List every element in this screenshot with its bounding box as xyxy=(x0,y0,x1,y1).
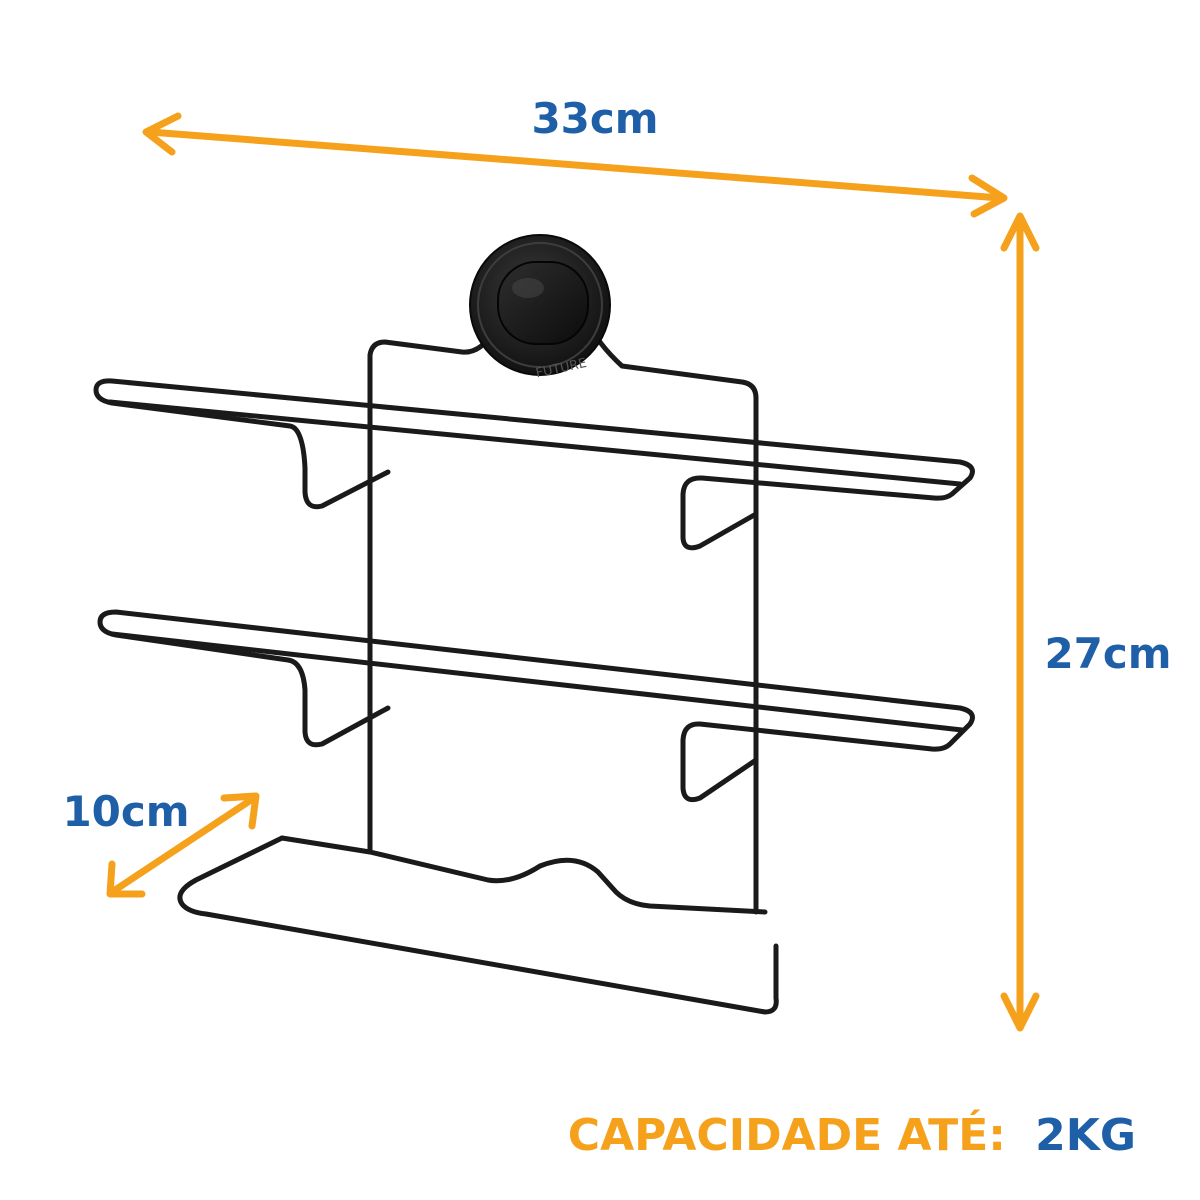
height-arrow-head-top xyxy=(1000,212,1040,252)
height-arrow xyxy=(1000,212,1040,1032)
depth-label: 10cm xyxy=(62,787,189,836)
bottom-towel-bar-back xyxy=(279,835,373,855)
suction-cup: FUTURE xyxy=(469,234,611,381)
suction-cup-rim xyxy=(477,242,603,368)
capacity-label: CAPACIDADE ATÉ: xyxy=(568,1108,1006,1161)
top-hanger-bar xyxy=(93,378,975,551)
middle-hanger-bar-back xyxy=(109,631,965,733)
depth-arrow-head-bottom xyxy=(106,860,146,898)
bottom-towel-bar xyxy=(177,835,779,1015)
width-arrow xyxy=(142,112,1008,218)
depth-arrow-head-top xyxy=(220,792,260,830)
suction-knob-highlight xyxy=(512,278,544,298)
capacity-value: 2KG xyxy=(1035,1110,1136,1161)
top-hanger-bar-back xyxy=(107,399,963,487)
height-arrow-head-bottom xyxy=(1000,992,1040,1032)
width-arrow-head-left xyxy=(142,112,182,156)
middle-hanger-bar xyxy=(97,609,975,803)
suction-knob xyxy=(497,261,589,345)
height-label: 27cm xyxy=(1044,629,1171,678)
width-arrow-head-right xyxy=(968,174,1008,218)
width-label: 33cm xyxy=(531,94,658,143)
capacity-text: CAPACIDADE ATÉ: 2KG xyxy=(568,1108,1136,1161)
wire-rack xyxy=(93,319,975,1015)
depth-arrow xyxy=(106,792,260,898)
